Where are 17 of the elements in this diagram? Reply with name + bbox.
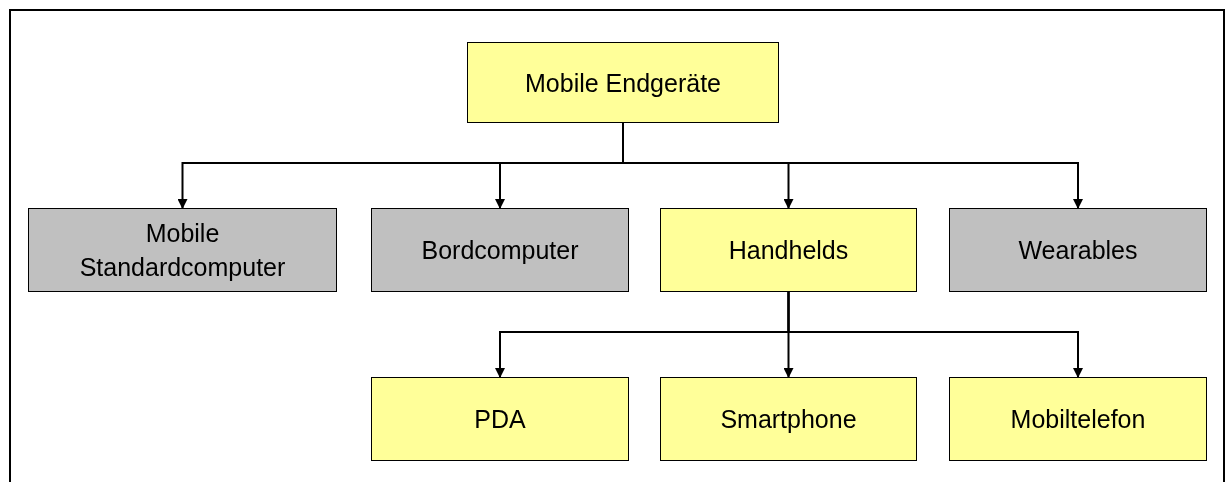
category-box bbox=[660, 208, 917, 292]
connector-arrow bbox=[787, 291, 1083, 378]
node-label: Smartphone bbox=[720, 404, 857, 435]
node-label: Wearables bbox=[1018, 235, 1138, 266]
category-box bbox=[371, 377, 629, 461]
node-label: Mobile Endgeräte bbox=[525, 67, 721, 99]
node-label: Mobiltelefon bbox=[1010, 404, 1146, 435]
category-box bbox=[949, 377, 1207, 461]
category-box bbox=[467, 42, 779, 123]
node-label: Mobile Standardcomputer bbox=[78, 218, 287, 283]
node-label: Bordcomputer bbox=[421, 235, 579, 266]
category-box bbox=[660, 377, 917, 461]
category-box bbox=[949, 208, 1207, 292]
category-box bbox=[371, 208, 629, 292]
category-box bbox=[28, 208, 337, 292]
node-label: Handhelds bbox=[728, 235, 849, 266]
node-label: PDA bbox=[474, 404, 526, 435]
